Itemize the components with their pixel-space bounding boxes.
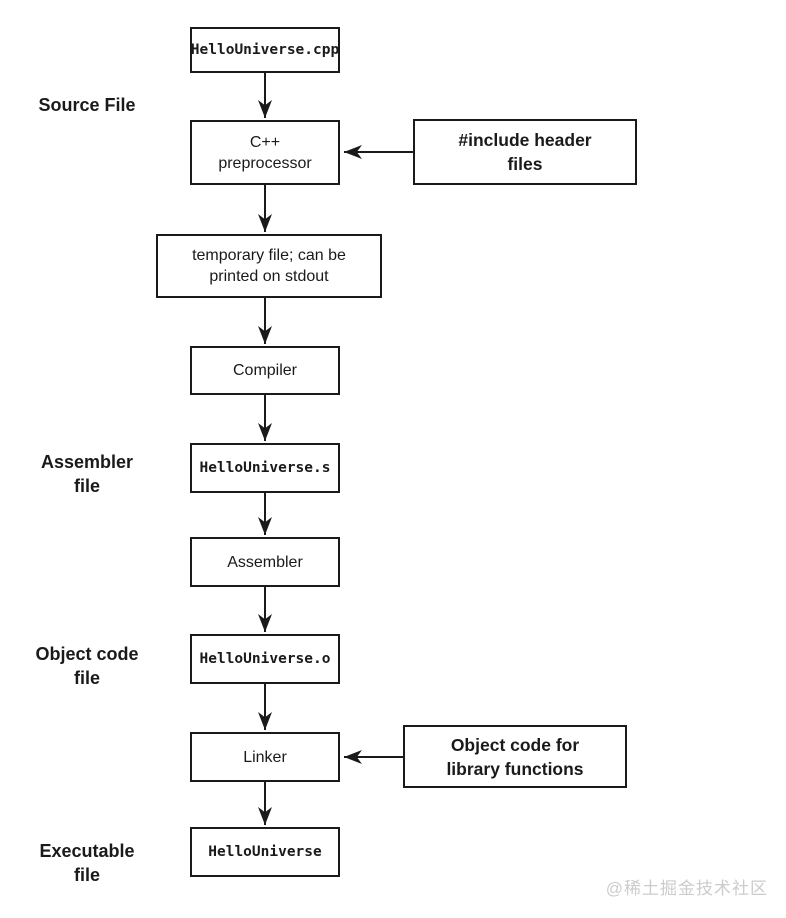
node-hellouniverse-s: HelloUniverse.s — [190, 443, 340, 493]
node-assembler: Assembler — [190, 537, 340, 587]
stage-label-assembler-file: Assembler file — [40, 452, 134, 496]
node-include-header-files: #include header files — [413, 119, 637, 185]
stage-label-executable-file: Executable file — [39, 841, 135, 885]
node-linker: Linker — [190, 732, 340, 782]
node-object-code-library: Object code for library functions — [403, 725, 627, 788]
stage-label-source-file: Source File — [38, 95, 136, 115]
node-hellouniverse-o: HelloUniverse.o — [190, 634, 340, 684]
watermark: @稀土掘金技术社区 — [605, 879, 768, 898]
node-cpp-preprocessor: C++ preprocessor — [190, 120, 340, 185]
node-temporary-file: temporary file; can be printed on stdout — [156, 234, 382, 298]
node-hellouniverse-cpp: HelloUniverse.cpp — [190, 27, 340, 73]
node-hellouniverse-exe: HelloUniverse — [190, 827, 340, 877]
node-compiler: Compiler — [190, 346, 340, 395]
stage-label-object-code-file: Object code file — [35, 644, 139, 688]
